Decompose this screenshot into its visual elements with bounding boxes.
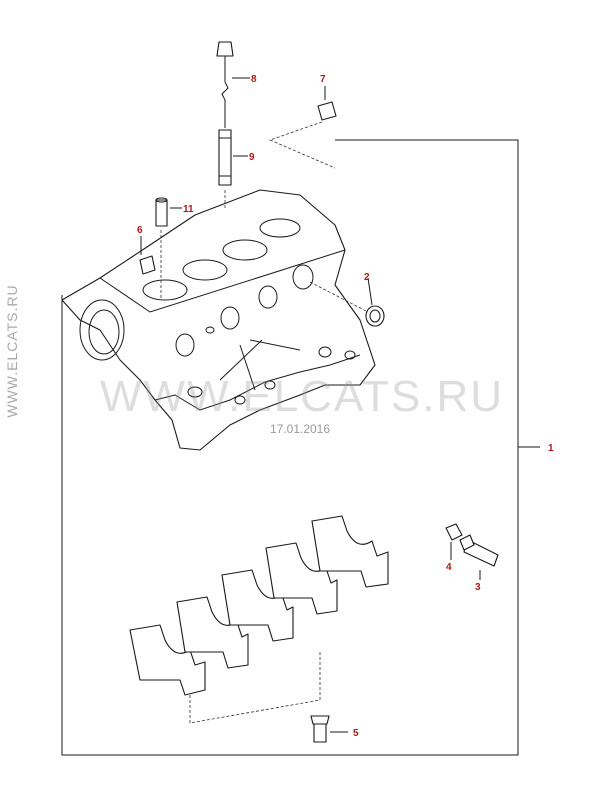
- watermark-date: 17.01.2016: [269, 422, 331, 436]
- part-3-sensor: [459, 534, 499, 580]
- part-8-dipstick: [216, 41, 250, 128]
- callout-9: 9: [249, 152, 255, 163]
- engine-block: [61, 189, 376, 451]
- callout-2: 2: [364, 272, 370, 283]
- part-9-tube: [218, 129, 248, 210]
- side-watermark: WWW.ELCATS.RU: [4, 284, 20, 418]
- part-6-dowel: [139, 236, 156, 275]
- callout-4: 4: [446, 562, 452, 573]
- callout-6: 6: [137, 225, 143, 236]
- part-5-bolt: [189, 652, 348, 743]
- callout-1: 1: [548, 443, 554, 454]
- part-7-bushing: [268, 86, 337, 169]
- callout-7: 7: [320, 74, 326, 85]
- callout-3: 3: [475, 582, 481, 593]
- part-2-seal: [309, 277, 385, 327]
- callout-5: 5: [353, 728, 359, 739]
- main-bearing-caps: [129, 515, 389, 696]
- assembly-bracket: [61, 139, 540, 756]
- center-watermark: WWW.ELCATS.RU: [99, 372, 505, 421]
- part-11-sleeve: [155, 197, 182, 300]
- callout-11: 11: [183, 204, 194, 215]
- part-4-plug: [445, 523, 463, 560]
- callout-8: 8: [251, 74, 257, 85]
